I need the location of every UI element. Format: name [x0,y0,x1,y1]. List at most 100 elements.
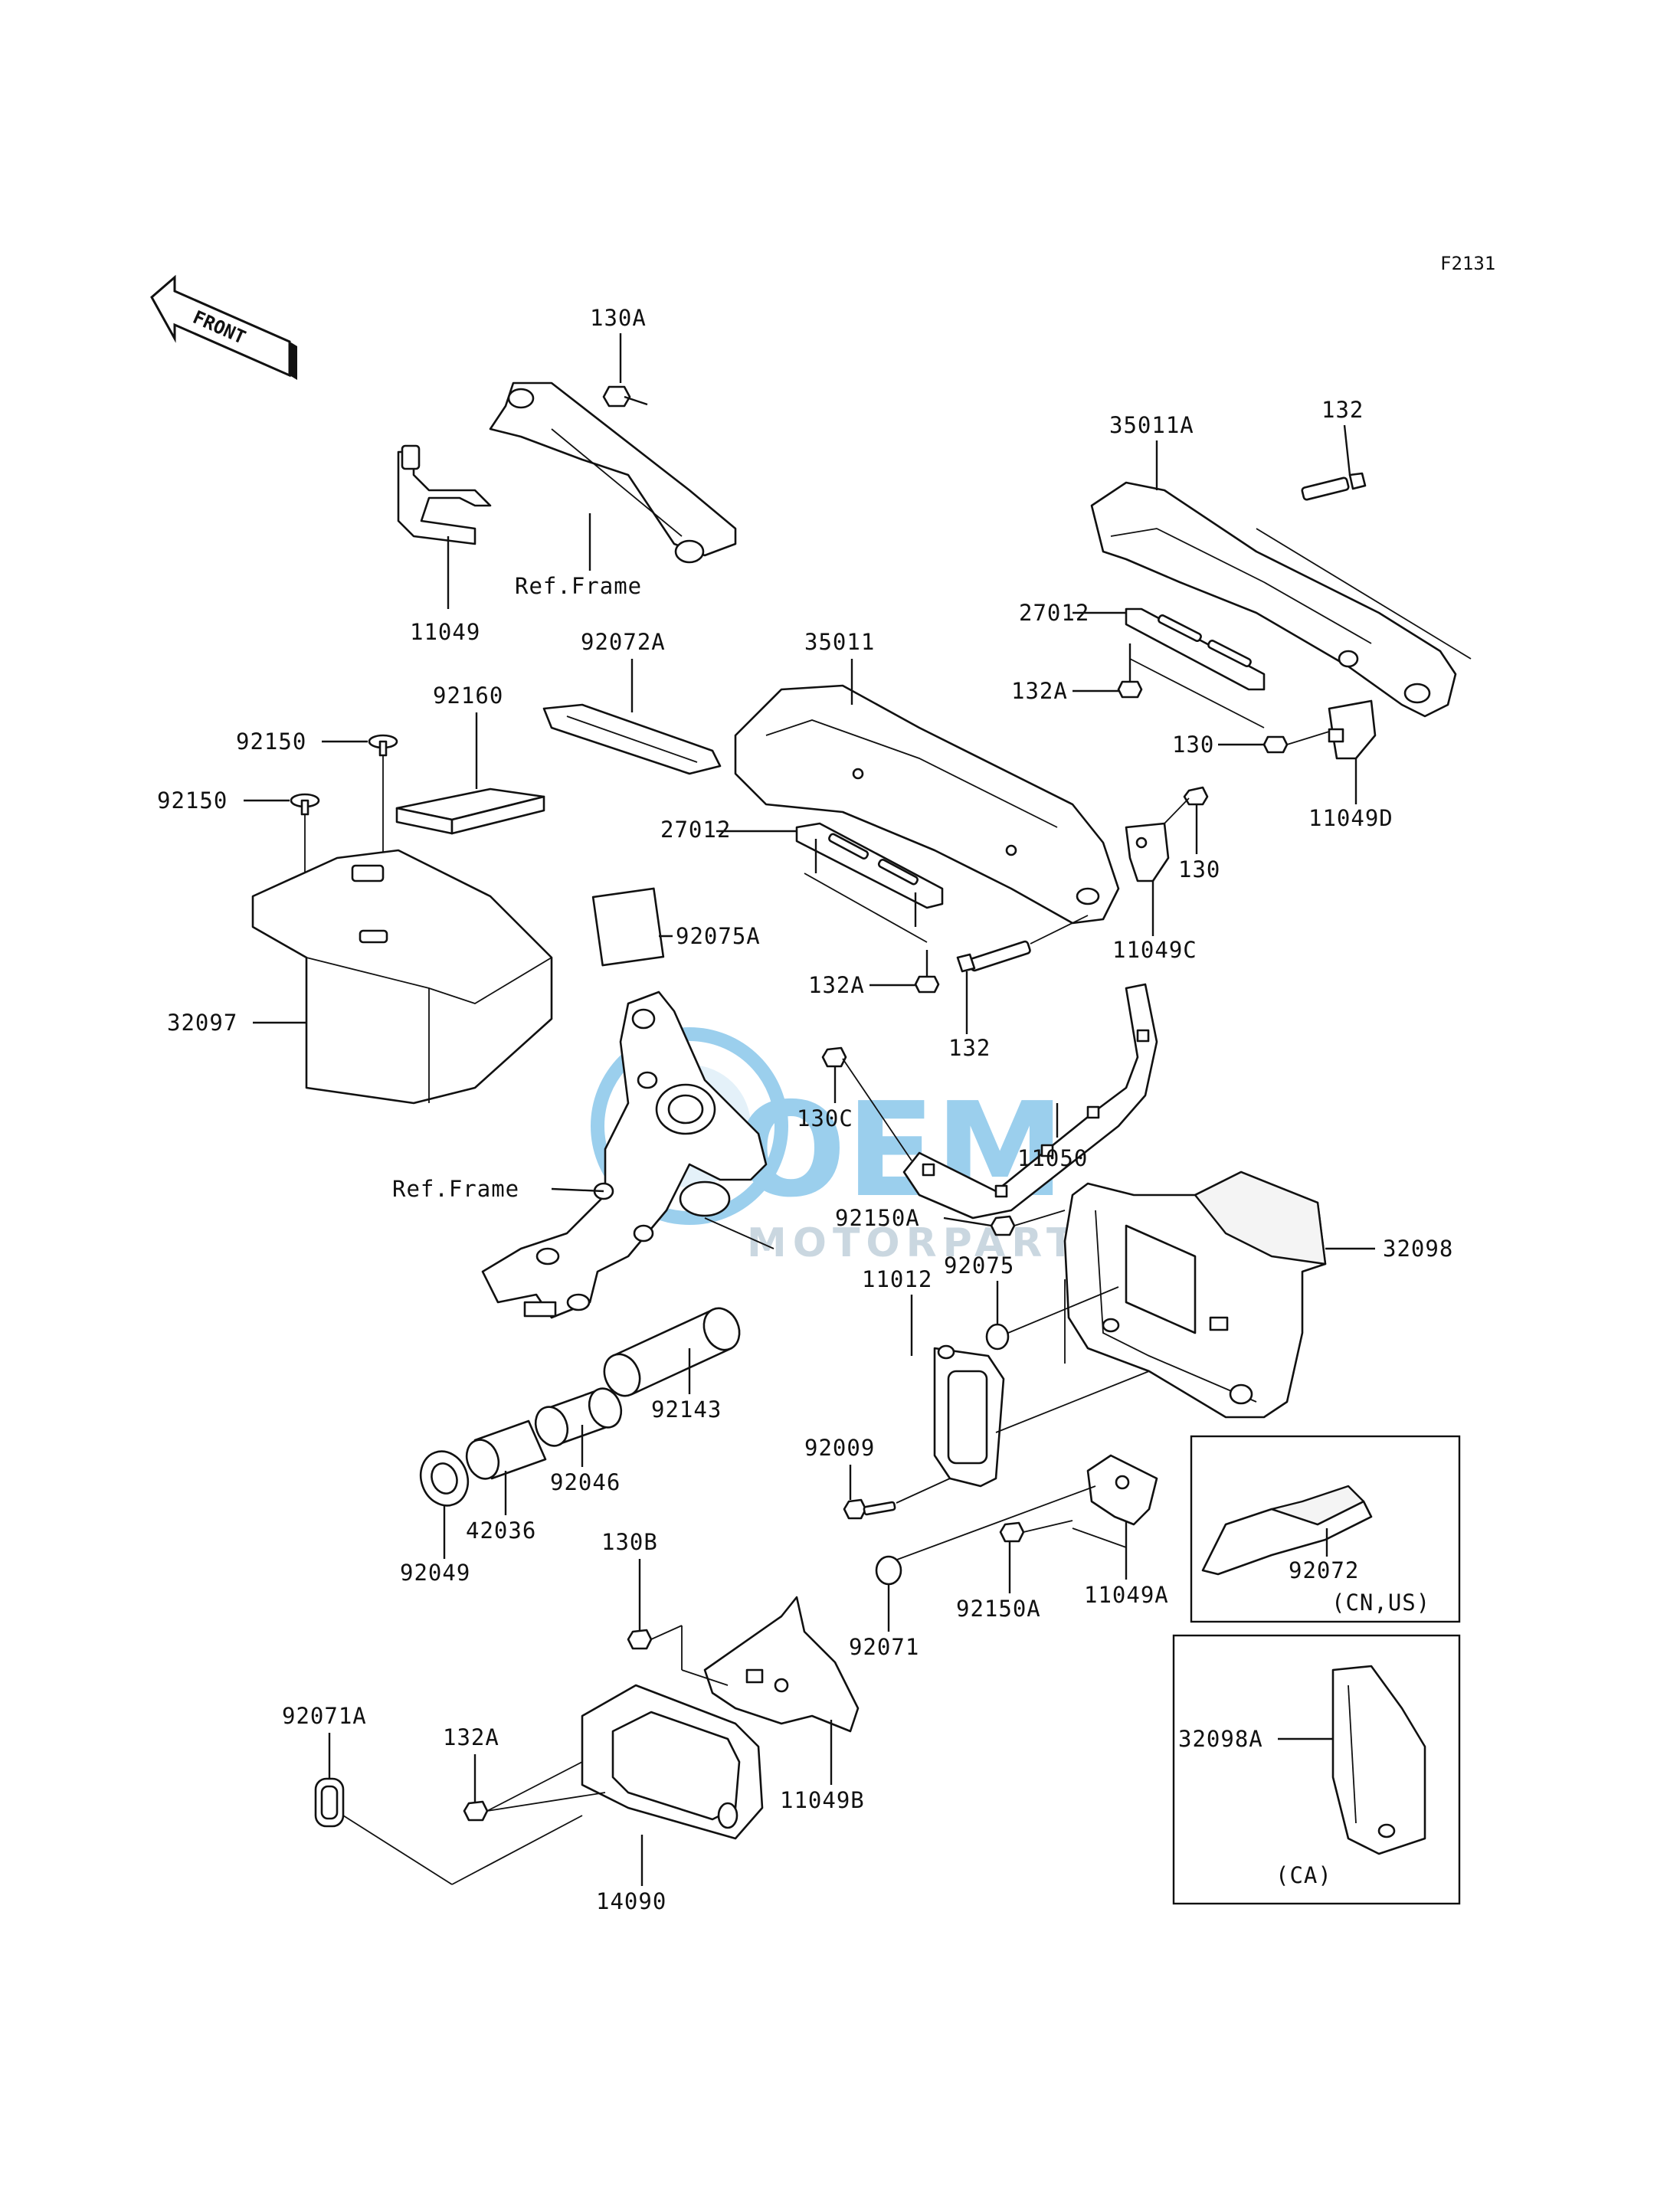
label-42036: 42036 [466,1518,536,1544]
bolt-132-mid [956,940,1031,973]
label-92143: 92143 [651,1396,722,1423]
label-132A-mid: 132A [808,972,865,998]
bolt-132A-top [1117,643,1143,699]
leader-132-top [1343,424,1351,476]
part-92143 [603,1307,741,1397]
label-132A-bot: 132A [443,1724,499,1750]
bolt-130-a [1262,735,1289,754]
label-130A: 130A [590,305,647,331]
inset-ca-market: (CA) [1276,1862,1332,1888]
part-11049D [1328,699,1377,760]
part-92071A [314,1777,583,1885]
label-11050: 11050 [1017,1145,1088,1171]
leader-132A-mid-b [804,873,928,943]
label-35011A: 35011A [1109,412,1194,438]
bolt-132A-mid [914,950,940,994]
bolt-130A [602,385,648,408]
leader-11012-b [995,1370,1150,1433]
figure-code: F2131 [1440,253,1495,274]
label-92075A: 92075A [676,923,761,949]
label-14090: 14090 [596,1888,666,1914]
inset-ca-label: 32098A [1178,1726,1263,1752]
label-92046: 92046 [550,1469,621,1495]
label-11049C: 11049C [1112,937,1197,963]
label-130C: 130C [797,1105,853,1131]
part-92160 [395,787,545,835]
part-35011 [734,684,1120,925]
label-27012-mid: 27012 [660,817,731,843]
part-92049 [419,1450,470,1507]
part-27012-mid [795,822,944,927]
screw-92150A-b [999,1520,1073,1543]
inset-us-label: 92072 [1289,1557,1359,1583]
part-92071 [875,1555,902,1586]
screw-92009 [843,1478,951,1520]
watermark-logo: OEM MOTORPARTS [591,1027,1115,1266]
label-92071: 92071 [849,1634,919,1660]
front-arrow-icon: FRONT [150,274,297,380]
label-130B: 130B [601,1529,658,1555]
part-35011A [1090,481,1457,718]
leader-ref-frame-swingarm [551,1187,604,1193]
leader-11049C-b [1164,797,1190,824]
leader-11049A-b [1072,1527,1127,1548]
label-130-b: 130 [1178,856,1220,882]
leader-132A-top-b [1129,658,1265,729]
part-92075A [591,887,665,967]
label-ref-frame-swingarm: Ref.Frame [392,1176,519,1202]
part-11049A [1086,1454,1158,1526]
part-11049C [1125,822,1170,882]
label-11049D: 11049D [1308,805,1393,831]
label-35011: 35011 [804,629,875,655]
part-92075 [985,1286,1119,1351]
label-32097: 32097 [167,1010,237,1036]
label-132-mid: 132 [948,1035,991,1061]
inset-us: 92072 (CN,US) [1190,1435,1461,1623]
bolt-130-b [1183,786,1209,806]
screw-92150-a [368,734,398,757]
label-11049B: 11049B [780,1787,865,1813]
inset-us-market: (CN,US) [1331,1590,1430,1616]
part-11049B [703,1596,860,1733]
part-32097 [251,849,553,1105]
label-92009: 92009 [804,1435,875,1461]
bolt-132-top [1301,472,1367,501]
bolt-132A-bot [463,1761,606,1822]
label-11012: 11012 [862,1266,932,1292]
label-92150A-a: 92150A [835,1205,920,1231]
ref-frame-top [397,381,737,564]
label-92150-a: 92150 [236,729,306,755]
label-130-a: 130 [1172,732,1214,758]
label-32098: 32098 [1383,1236,1453,1262]
ref-frame-swingarm [481,990,768,1319]
bolt-130C [821,1046,912,1161]
leader-132-top-b [1256,528,1472,660]
part-27012-top [1125,607,1266,691]
label-132A-top: 132A [1011,678,1068,704]
part-11012 [933,1344,1005,1488]
watermark-subtext: MOTORPARTS [747,1220,1115,1266]
leader-11049A-c [888,1485,1096,1563]
leader-11049D-b [1286,731,1330,745]
label-92071A: 92071A [282,1703,367,1729]
bolt-130B [627,1625,729,1686]
part-11050 [902,983,1158,1220]
label-92049: 92049 [400,1560,470,1586]
label-92150A-b: 92150A [956,1596,1041,1622]
label-11049: 11049 [410,619,480,645]
part-32098 [1063,1171,1327,1419]
part-14090 [581,1684,764,1840]
label-92075: 92075 [944,1252,1014,1279]
label-ref-frame-top: Ref.Frame [515,573,642,599]
label-92072A: 92072A [581,629,666,655]
label-11049A: 11049A [1084,1582,1169,1608]
screw-92150-b [290,793,320,816]
leader-92150A-a [943,1216,992,1227]
leader-132-mid-b [1030,915,1089,945]
label-132-top: 132 [1321,397,1364,423]
label-92160: 92160 [433,683,503,709]
part-92046 [534,1387,623,1447]
part-92072A [542,703,722,775]
part-42036 [465,1419,547,1480]
